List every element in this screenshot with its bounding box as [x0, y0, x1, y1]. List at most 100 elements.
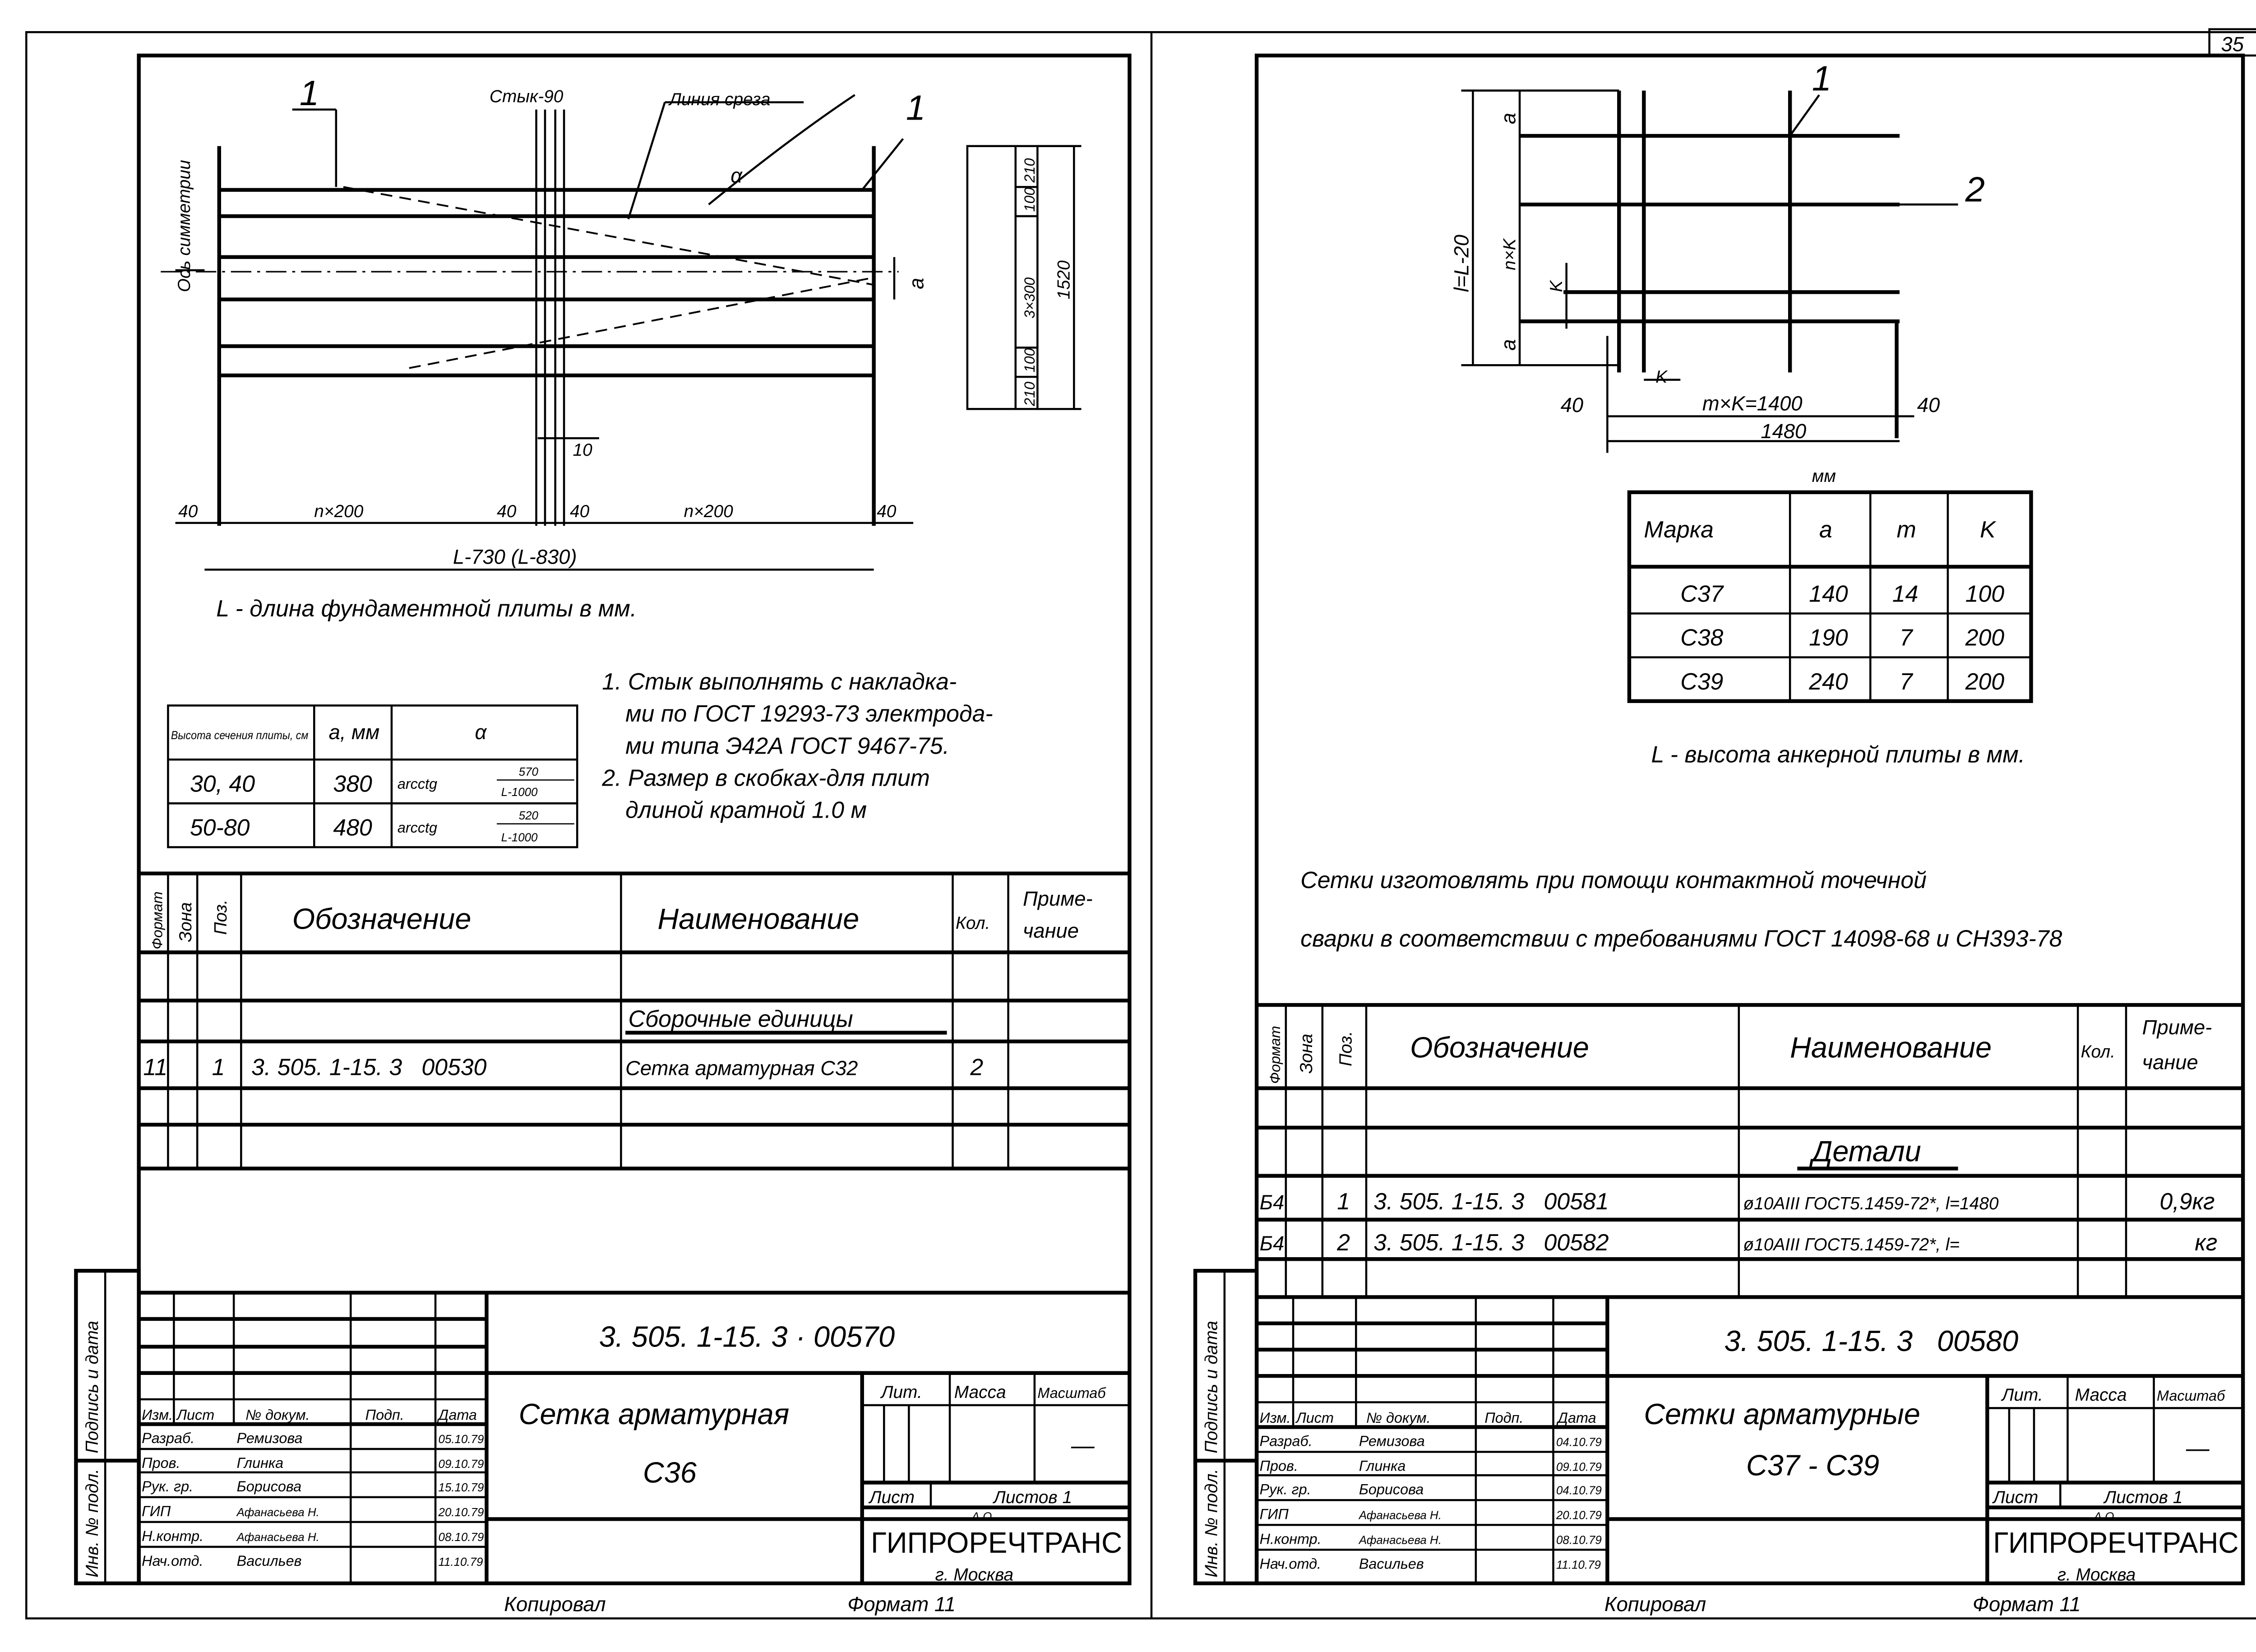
callout-1a: 1 — [300, 74, 319, 113]
staff-name: Борисова — [237, 1478, 301, 1495]
callout-1: 1 — [1812, 60, 1831, 98]
tb-sheets: Листов 1 — [992, 1488, 1072, 1507]
staff-date: 09.10.79 — [439, 1458, 484, 1471]
left-side-strip — [74, 1268, 141, 1586]
staff-role: Пров. — [1260, 1458, 1298, 1474]
org-top: А.О. — [971, 1511, 995, 1523]
dim-1520: 1520 — [1054, 260, 1074, 300]
mark-cell: С39 — [1680, 668, 1723, 694]
dim-k-bottom: K — [1655, 367, 1668, 387]
spec-header-format: Формат — [1267, 1026, 1283, 1083]
spec-header-zone: Зона — [1297, 1034, 1316, 1074]
spec-cell-format: Б4 — [1260, 1232, 1285, 1255]
org-logo: ГИПРОРЕЧТРАНС — [871, 1526, 1122, 1559]
mark-cell: 7 — [1900, 625, 1914, 651]
left-staff-rows: Разраб. Ремизова 05.10.79 Пров. Глинка 0… — [142, 1430, 484, 1569]
unit-label: мм — [1812, 467, 1836, 486]
param-cell: L-1000 — [501, 831, 538, 844]
mark-cell: 190 — [1809, 625, 1848, 651]
staff-name: Васильев — [237, 1553, 302, 1569]
mark-cell: 7 — [1900, 668, 1914, 694]
dim-40-right: 40 — [1917, 393, 1940, 416]
tb-lit: Лит. — [2001, 1385, 2043, 1405]
dim-bottom-40: 40 — [877, 502, 897, 521]
org-city: г. Москва — [2057, 1565, 2136, 1584]
copied-label: Копировал — [504, 1592, 606, 1615]
dim-a-top: a — [1497, 113, 1520, 124]
spec-cell-designation: 3. 505. 1-15. 3 00581 — [1373, 1188, 1609, 1214]
tb-scale-value: — — [2186, 1435, 2210, 1461]
spec-header-zone: Зона — [176, 902, 195, 942]
mark-header: Марка — [1644, 516, 1714, 542]
note-line: Сетки изготовлять при помощи контактной … — [1300, 867, 1927, 893]
spec-cell-designation: 3. 505. 1-15. 3 00582 — [1373, 1229, 1609, 1255]
dim-3x300: 3×300 — [1022, 278, 1038, 319]
staff-role: Нач.отд. — [1260, 1556, 1321, 1572]
page-number: 35 — [2221, 32, 2244, 56]
tb-header: Изм. — [142, 1407, 173, 1423]
left-sheet: Ось симметрии Стык-90 Линия среза 1 1 α … — [74, 53, 1132, 1615]
staff-name: Афанасьева Н. — [1358, 1509, 1442, 1522]
staff-name: Ремизова — [1359, 1433, 1425, 1449]
spec-header-name: Наименование — [657, 902, 859, 935]
tb-mass: Масса — [2075, 1385, 2127, 1405]
staff-role: Разраб. — [1260, 1433, 1313, 1449]
drawing-caption: L - длина фундаментной плиты в мм. — [216, 595, 637, 621]
staff-role: Нач.отд. — [142, 1553, 203, 1569]
spec-section-title: Детали — [1809, 1134, 1921, 1167]
spec-header-designation: Обозначение — [1410, 1031, 1589, 1064]
param-header-a: a, мм — [329, 721, 380, 744]
symmetry-axis-label: Ось симметрии — [175, 160, 194, 292]
joint-label: Стык-90 — [490, 87, 564, 106]
spec-cell-name: Сетка арматурная С32 — [625, 1056, 858, 1079]
tb-header: Дата — [1556, 1410, 1596, 1426]
param-cell: 380 — [333, 770, 372, 796]
tb-scale-value: — — [1071, 1432, 1095, 1458]
param-table — [167, 704, 578, 848]
mark-header: m — [1897, 516, 1916, 542]
staff-role: Рук. гр. — [1260, 1481, 1311, 1497]
spec-cell-pos: 1 — [1337, 1188, 1350, 1214]
staff-role: ГИП — [1260, 1506, 1289, 1522]
tb-header: Изм. — [1260, 1410, 1291, 1426]
format-label: Формат 11 — [847, 1592, 956, 1615]
staff-name: Глинка — [237, 1455, 284, 1471]
mark-cell: 200 — [1965, 625, 2005, 651]
param-cell: arcctg — [398, 776, 437, 792]
tb-header: № докум. — [245, 1407, 310, 1423]
dim-bottom-40: 40 — [178, 502, 198, 521]
spec-header-name: Наименование — [1790, 1031, 1992, 1064]
outer-border — [25, 31, 2256, 1620]
spec-cell-designation: 3. 505. 1-15. 3 00530 — [251, 1054, 487, 1080]
dim-210-bottom: 210 — [1022, 382, 1038, 407]
right-mesh-drawing — [1461, 89, 1958, 453]
note-line: 1. Стык выполнять с накладка- — [602, 668, 957, 694]
tb-header: Лист — [1295, 1410, 1334, 1426]
left-mesh-drawing — [161, 94, 1082, 571]
staff-date: 08.10.79 — [439, 1531, 484, 1544]
spec-header-format: Формат — [149, 892, 165, 949]
org-top: А.О. — [2093, 1511, 2117, 1523]
dim-l-height: l=L-20 — [1450, 235, 1473, 292]
staff-date: 05.10.79 — [439, 1433, 484, 1446]
title-name-line2: С37 - С39 — [1746, 1448, 1879, 1481]
mark-cell: С37 — [1680, 581, 1724, 607]
staff-name: Ремизова — [237, 1430, 303, 1446]
param-header-alpha: α — [475, 721, 487, 744]
dim-40-left: 40 — [1561, 393, 1583, 416]
spec-cell-pos: 1 — [212, 1054, 225, 1080]
spec-header-designation: Обозначение — [292, 902, 472, 935]
staff-name: Васильев — [1359, 1556, 1424, 1572]
staff-role: Н.контр. — [142, 1528, 203, 1544]
spec-cell-format: Б4 — [1260, 1191, 1285, 1214]
param-header-height: Высота сечения плиты, см — [171, 729, 309, 742]
spec-header-qty: Кол. — [2081, 1042, 2115, 1062]
left-spec-table — [139, 871, 1130, 1171]
staff-role: ГИП — [142, 1503, 171, 1519]
right-frame — [1254, 53, 2245, 1586]
dim-bottom-nx200: n×200 — [684, 502, 734, 521]
staff-date: 20.10.79 — [1556, 1509, 1602, 1522]
mark-cell: 14 — [1892, 581, 1919, 607]
mark-header: a — [1819, 516, 1832, 542]
staff-date: 11.10.79 — [1556, 1559, 1601, 1571]
